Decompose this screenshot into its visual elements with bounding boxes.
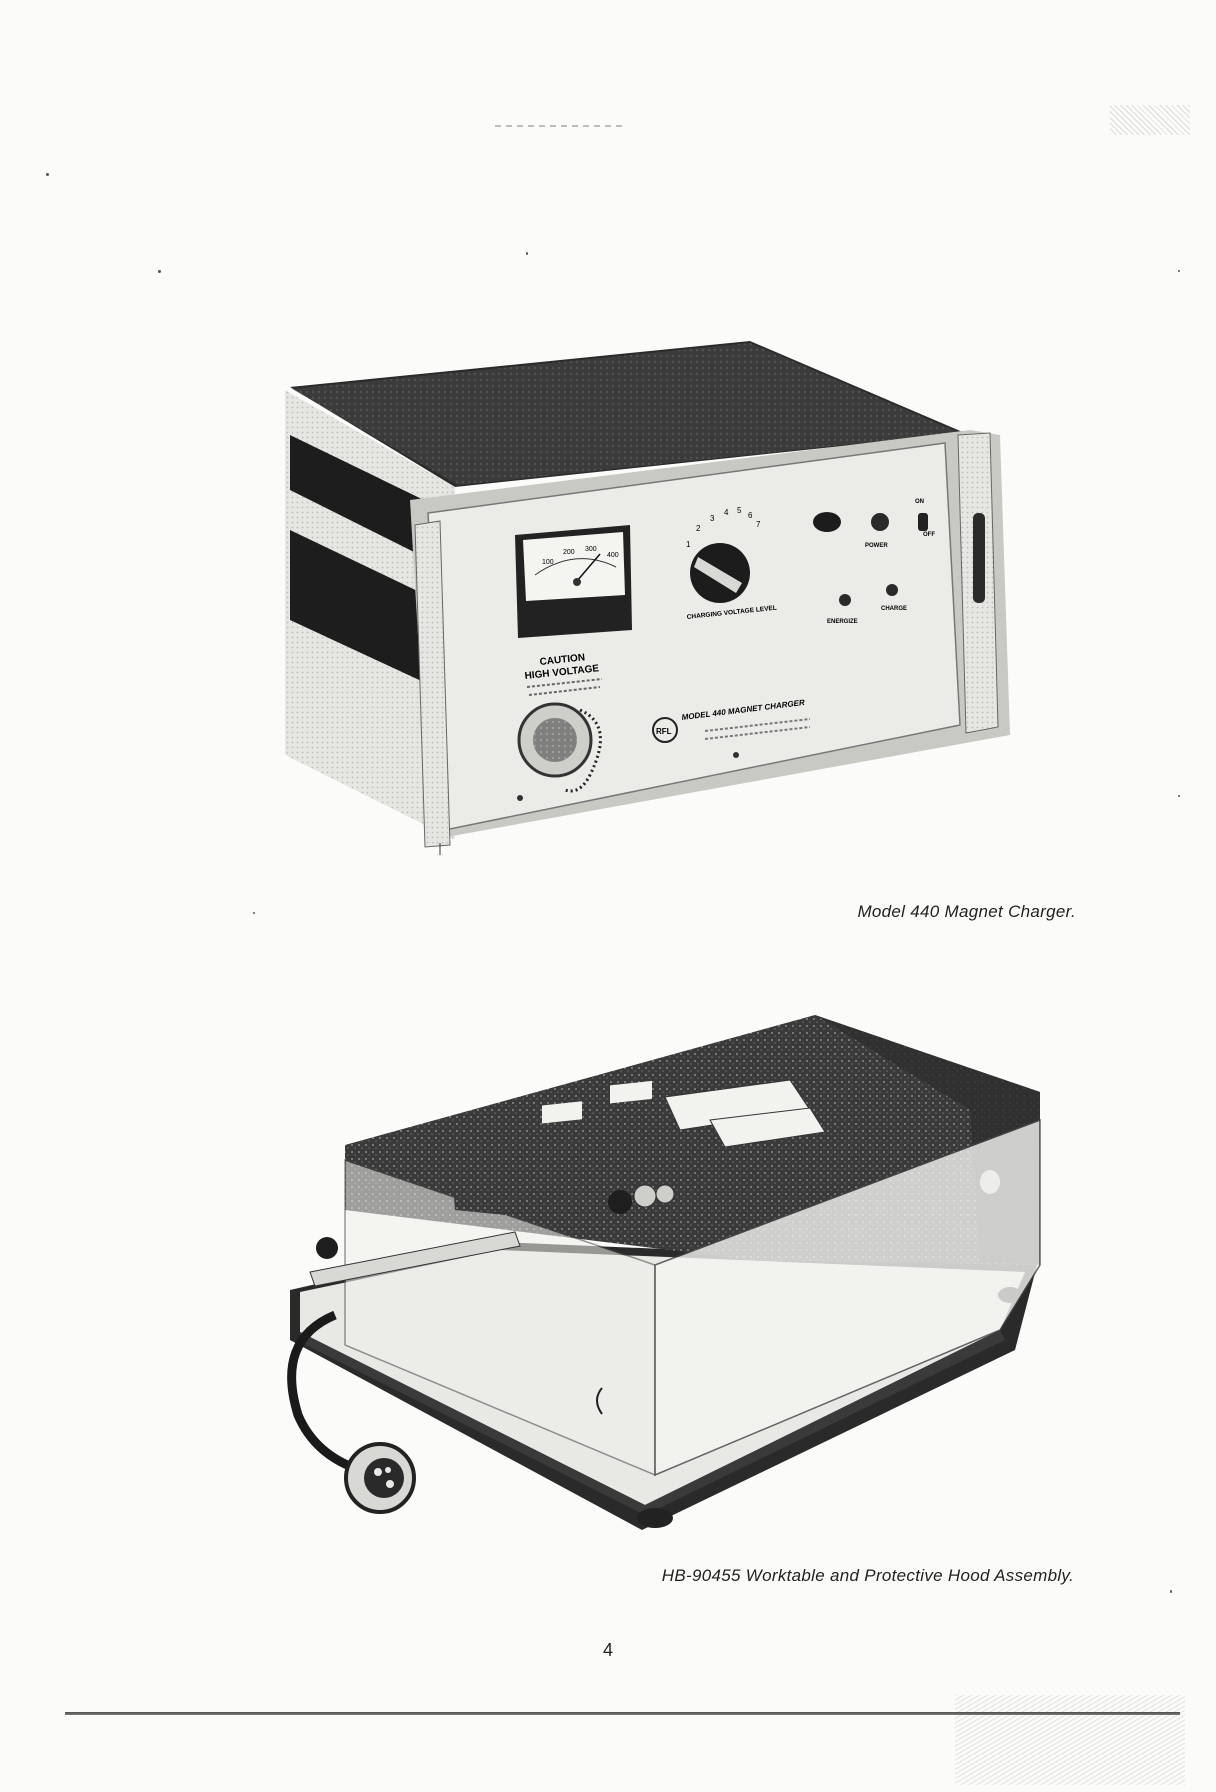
scan-speck <box>46 173 49 176</box>
caution-title: CAUTION <box>539 652 585 668</box>
dial-number-1: 1 <box>686 540 691 549</box>
scan-speck <box>1178 795 1180 797</box>
switch-on-label: ON <box>915 499 924 505</box>
magnet-charger-photo: 100 200 300 400 CAUTION HIGH VOLTAGE 1 2… <box>280 335 1020 855</box>
meter-scale-100: 100 <box>542 559 554 566</box>
scan-speck <box>253 912 255 914</box>
figure-caption-charger: Model 440 Magnet Charger. <box>857 902 1076 921</box>
footer-rule <box>65 1712 1180 1715</box>
scan-speck <box>1170 1590 1172 1593</box>
power-label: POWER <box>865 543 888 549</box>
scan-artifact <box>955 1695 1185 1785</box>
rfl-logo: RFL <box>656 727 672 736</box>
scan-speck <box>1178 270 1180 272</box>
charge-label: CHARGE <box>881 606 907 612</box>
energize-label: ENERGIZE <box>827 619 858 625</box>
figure-caption-worktable: HB-90455 Worktable and Protective Hood A… <box>661 1566 1074 1585</box>
dial-number-2: 2 <box>696 524 701 533</box>
page-number: 4 <box>602 1640 613 1660</box>
scan-artifact <box>1110 105 1190 135</box>
meter-scale-200: 200 <box>563 549 575 556</box>
scan-speck <box>526 252 528 255</box>
dial-number-5: 5 <box>737 506 742 515</box>
meter-scale-400: 400 <box>607 552 619 559</box>
dial-number-7: 7 <box>756 520 761 529</box>
scan-artifact <box>495 125 625 127</box>
dial-number-6: 6 <box>748 511 753 520</box>
scan-speck <box>158 270 161 273</box>
meter-scale-300: 300 <box>585 546 597 553</box>
worktable-hood-photo <box>280 1010 1060 1540</box>
dial-number-4: 4 <box>724 508 729 517</box>
dial-number-3: 3 <box>710 514 715 523</box>
switch-off-label: OFF <box>923 532 935 538</box>
